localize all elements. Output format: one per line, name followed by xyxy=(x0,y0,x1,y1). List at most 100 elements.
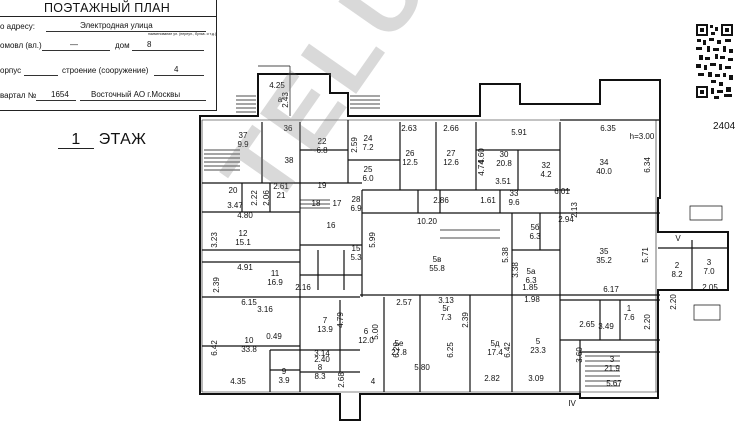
room-area: 6.0 xyxy=(362,174,374,183)
room-area: 16.9 xyxy=(267,278,283,287)
lane-value: — xyxy=(70,40,78,49)
room-area: 8.2 xyxy=(671,270,683,279)
dimension-label: 2.94 xyxy=(558,215,574,224)
plan-title: ПОЭТАЖНЫЙ ПЛАН xyxy=(43,1,171,15)
dimension-label: 3.23 xyxy=(210,232,219,248)
dimension-label: 4.25 xyxy=(269,81,285,90)
room-number: 5в xyxy=(433,255,442,264)
dimension-label: 1.85 xyxy=(522,283,538,292)
room-area: 13.9 xyxy=(317,325,333,334)
room-area: 17.4 xyxy=(487,348,503,357)
room-area: 55.8 xyxy=(429,264,445,273)
room-area: 40.0 xyxy=(596,167,612,176)
room-area: 8.3 xyxy=(314,372,326,381)
dimension-label: 4.80 xyxy=(237,211,253,220)
room-number: 5г xyxy=(442,304,449,313)
room-number: 7 xyxy=(323,316,328,325)
room-number: 1 xyxy=(627,304,632,313)
dimension-label: 3.38 xyxy=(511,262,520,278)
room-number: 5е xyxy=(395,339,404,348)
dimension-label: 5.91 xyxy=(511,128,527,137)
dimension-label: 6.17 xyxy=(603,285,619,294)
room-number: 5б xyxy=(530,223,539,232)
room-number: 38 xyxy=(285,156,294,165)
room-area: 4.2 xyxy=(540,170,552,179)
dimension-label: 6.34 xyxy=(643,157,652,173)
district-value: Восточный АО г.Москвы xyxy=(91,90,181,99)
floor-label: 1 ЭТАЖ xyxy=(58,131,146,149)
dimension-label: 6.01 xyxy=(554,187,570,196)
room-number: 19 xyxy=(318,181,327,190)
dimension-label: 2.05 xyxy=(702,283,718,292)
room-number: 5а xyxy=(527,267,536,276)
room-area: 3.9 xyxy=(278,376,290,385)
room-number: V xyxy=(675,234,681,243)
lane-line xyxy=(42,50,110,51)
room-number: 30 xyxy=(500,150,509,159)
room-number: 20 xyxy=(229,186,238,195)
dimension-label: 2.61 xyxy=(273,182,289,191)
dimension-label: 2.59 xyxy=(350,137,359,153)
dimension-label: 2.39 xyxy=(461,312,470,328)
dimension-label: 2.39 xyxy=(212,277,221,293)
dimension-label: 5.38 xyxy=(501,247,510,263)
dimension-label: 2.66 xyxy=(443,124,459,133)
room-number: 4 xyxy=(371,377,376,386)
dimension-label: 2.22 xyxy=(250,190,259,206)
dimension-label: 3.09 xyxy=(528,374,544,383)
dimension-label: 4.91 xyxy=(237,263,253,272)
building-line xyxy=(154,75,204,76)
room-area: 33.8 xyxy=(241,345,257,354)
street-note: наименование ул. (переул., бульв. и т.д.… xyxy=(148,32,217,36)
dimension-label: 2.43 xyxy=(281,92,290,108)
room-number: 10 xyxy=(245,336,254,345)
room-number: 28 xyxy=(352,195,361,204)
dimension-label: 2.20 xyxy=(643,314,652,330)
room-area: 6.3 xyxy=(529,232,541,241)
dimension-label: 3.49 xyxy=(598,322,614,331)
room-area: 9.9 xyxy=(237,140,249,149)
corpus-label: орпус xyxy=(0,66,22,75)
room-number: 3 xyxy=(707,258,712,267)
dimension-label: 2.20 xyxy=(669,294,678,310)
lane-label: омовл (вл.) xyxy=(0,41,42,50)
dimension-label: 5.99 xyxy=(368,232,377,248)
dimension-label: 4.74 xyxy=(477,160,486,176)
room-number: 33 xyxy=(510,189,519,198)
room-number: 18 xyxy=(312,199,321,208)
building-label: строение (сооружение) xyxy=(62,66,149,75)
room-area: 5.3 xyxy=(350,253,362,262)
room-number: 6 xyxy=(364,327,369,336)
quarter-line xyxy=(36,100,76,101)
dimension-label: 5.80 xyxy=(414,363,430,372)
room-area: 20.8 xyxy=(496,159,512,168)
dimension-label: 5.67 xyxy=(606,379,622,388)
quarter-value: 1654 xyxy=(51,90,69,99)
house-line xyxy=(132,50,204,51)
corpus-line xyxy=(24,75,58,76)
room-number: 12 xyxy=(239,229,248,238)
dimension-label: 4.79 xyxy=(336,312,345,328)
house-label: дом xyxy=(115,41,130,50)
dimension-label: 3.13 xyxy=(438,296,454,305)
room-number: 5 xyxy=(536,337,541,346)
room-number: 15 xyxy=(352,244,361,253)
dimension-label: 2.86 xyxy=(433,196,449,205)
room-area: 7.2 xyxy=(362,143,374,152)
room-number: 32 xyxy=(542,161,551,170)
room-area: 27.8 xyxy=(391,348,407,357)
room-area: 21.9 xyxy=(604,364,620,373)
address-line xyxy=(46,31,206,32)
dimension-label: 2.63 xyxy=(401,124,417,133)
dimension-label: 3.51 xyxy=(495,177,511,186)
dimension-label: 4.60 xyxy=(477,148,486,164)
room-number: 16 xyxy=(327,221,336,230)
building-value: 4 xyxy=(174,65,179,74)
room-number: 34 xyxy=(600,158,609,167)
floor-word: ЭТАЖ xyxy=(98,131,147,148)
room-area: 7.3 xyxy=(440,313,452,322)
dimension-label: 5.71 xyxy=(641,247,650,263)
room-number: 5д xyxy=(490,339,499,348)
room-number: 37 xyxy=(239,131,248,140)
